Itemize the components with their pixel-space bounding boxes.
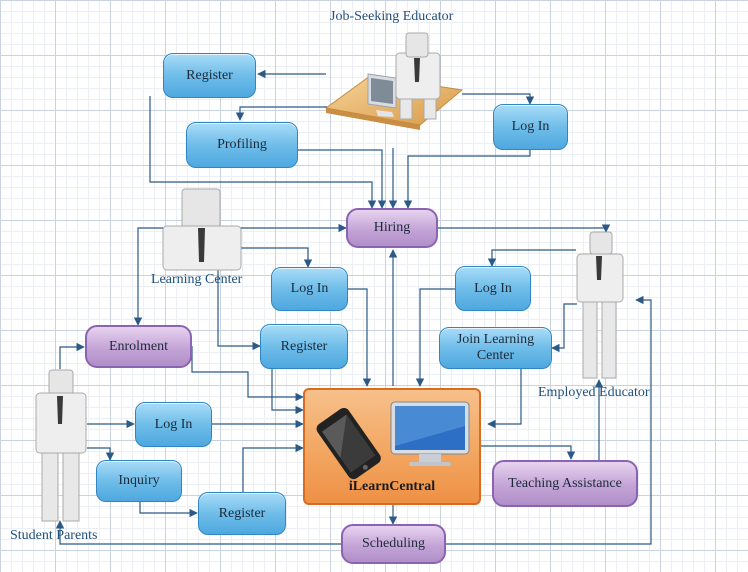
teaching-assistance-process[interactable]: Teaching Assistance bbox=[492, 460, 638, 507]
learning-center-figure bbox=[162, 188, 242, 271]
join-learning-center-button[interactable]: Join Learning Center bbox=[439, 327, 552, 369]
hiring-process[interactable]: Hiring bbox=[346, 208, 438, 248]
login-button-learning-center[interactable]: Log In bbox=[271, 267, 348, 311]
login-button-student-parents[interactable]: Log In bbox=[135, 402, 212, 447]
register-button-top[interactable]: Register bbox=[163, 53, 256, 98]
ilearncentral-system[interactable]: iLearnCentral bbox=[303, 388, 481, 505]
enrolment-process[interactable]: Enrolment bbox=[85, 325, 192, 368]
learning-center-label: Learning Center bbox=[151, 272, 243, 287]
inquiry-button[interactable]: Inquiry bbox=[96, 460, 182, 502]
job-seeking-educator-label: Job-Seeking Educator bbox=[330, 9, 454, 24]
student-parents-label: Student Parents bbox=[10, 528, 98, 543]
register-button-student-parents[interactable]: Register bbox=[198, 492, 286, 535]
ilearncentral-label: iLearnCentral bbox=[348, 479, 436, 494]
scheduling-process[interactable]: Scheduling bbox=[341, 524, 446, 564]
login-button-employed-educator[interactable]: Log In bbox=[455, 266, 531, 311]
employed-educator-label: Employed Educator bbox=[538, 385, 650, 400]
register-button-learning-center[interactable]: Register bbox=[260, 324, 348, 369]
devices-icon bbox=[316, 401, 470, 480]
profiling-button[interactable]: Profiling bbox=[186, 122, 298, 168]
connectors bbox=[55, 69, 652, 545]
login-button-top[interactable]: Log In bbox=[493, 104, 568, 150]
employed-educator-figure bbox=[576, 231, 624, 379]
student-parents-figure bbox=[35, 369, 87, 522]
job-seeking-educator-figure bbox=[324, 32, 464, 130]
